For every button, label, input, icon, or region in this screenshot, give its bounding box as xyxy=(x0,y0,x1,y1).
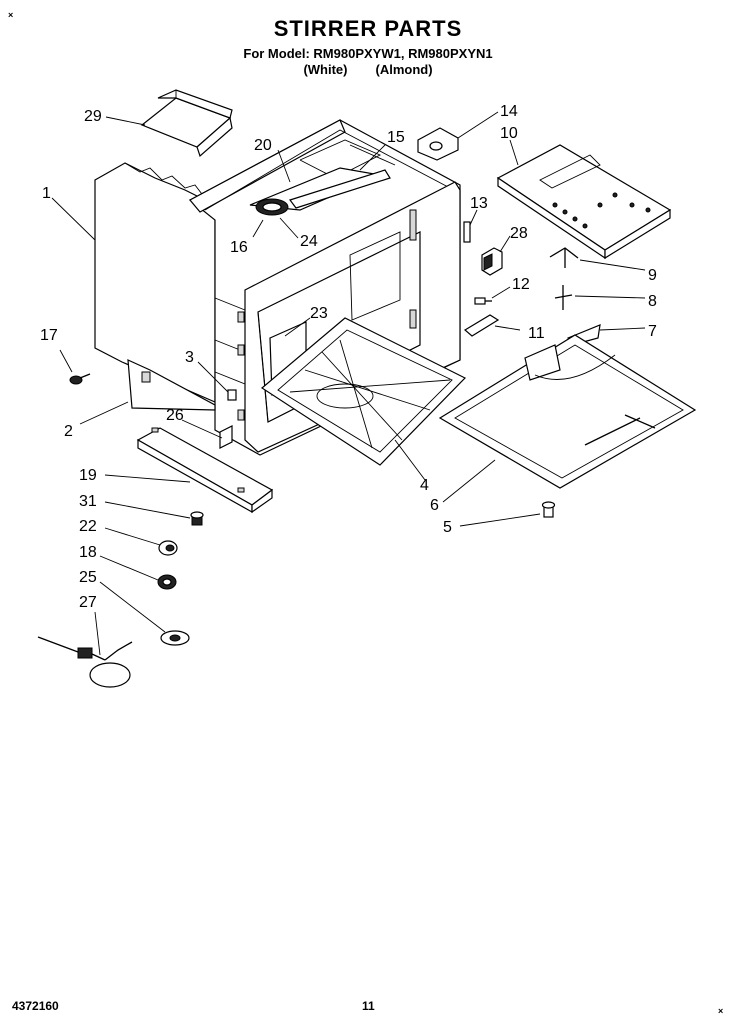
part-11-bar xyxy=(463,314,500,337)
part-13-clip xyxy=(463,221,471,243)
part-25-bushing xyxy=(160,630,190,646)
callout-18: 18 xyxy=(79,544,97,561)
callout-11: 11 xyxy=(528,325,545,342)
callout-23: 23 xyxy=(310,305,328,322)
part-3-clip xyxy=(227,389,237,401)
callout-2: 2 xyxy=(64,423,73,440)
callout-19: 19 xyxy=(79,467,97,484)
callout-16: 16 xyxy=(230,239,248,256)
callout-12: 12 xyxy=(512,276,530,293)
part-22-coupler xyxy=(158,540,178,556)
part-10-control-plate xyxy=(496,144,672,260)
callout-17: 17 xyxy=(40,327,58,344)
part-27-motor-harness xyxy=(37,636,133,688)
color-almond-label: (Almond) xyxy=(375,62,433,77)
callout-4: 4 xyxy=(420,477,429,494)
color-variants: (White) (Almond) xyxy=(0,62,736,77)
callout-14: 14 xyxy=(500,103,518,120)
part-31-nut xyxy=(190,511,204,526)
leader-lines xyxy=(51,111,646,656)
page-title: STIRRER PARTS xyxy=(273,16,463,41)
part-4-cavity-floor xyxy=(260,317,467,466)
callout-7: 7 xyxy=(648,323,657,340)
callout-22: 22 xyxy=(79,518,97,535)
part-12-screw xyxy=(474,297,492,305)
part-18-gear xyxy=(157,574,177,590)
corner-mark-bottom-right: × xyxy=(718,1006,724,1016)
callout-3: 3 xyxy=(185,349,194,366)
corner-mark-top-left: × xyxy=(8,10,14,20)
callout-26: 26 xyxy=(166,407,184,424)
document-number: 4372160 xyxy=(12,999,59,1013)
callout-28: 28 xyxy=(510,225,528,242)
callout-labels: 29 1 17 2 3 26 19 31 22 18 25 27 20 15 1… xyxy=(40,103,657,611)
callout-9: 9 xyxy=(648,267,657,284)
callout-31: 31 xyxy=(79,493,97,510)
part-17-screw xyxy=(69,373,91,385)
callout-25: 25 xyxy=(79,569,97,586)
model-numbers: For Model: RM980PXYW1, RM980PXYN1 xyxy=(243,46,493,61)
callout-1: 1 xyxy=(42,185,51,202)
callout-10: 10 xyxy=(500,125,518,142)
color-white-label: (White) xyxy=(303,62,348,77)
part-29-tray xyxy=(140,89,233,158)
part-9-spring-clip xyxy=(549,247,579,268)
part-20-stirrer-blade xyxy=(249,167,391,216)
callout-6: 6 xyxy=(430,497,439,514)
callout-13: 13 xyxy=(470,195,488,212)
part-19-rail xyxy=(136,427,274,514)
part-8-pin xyxy=(554,285,573,310)
part-28-switch xyxy=(481,247,503,276)
part-14-bracket xyxy=(417,127,459,161)
callout-20: 20 xyxy=(254,137,272,154)
part-5-screw xyxy=(541,501,556,518)
callout-15: 15 xyxy=(387,129,405,146)
page-number: 11 xyxy=(362,999,375,1013)
callout-8: 8 xyxy=(648,293,657,310)
callout-27: 27 xyxy=(79,594,97,611)
callout-29: 29 xyxy=(84,108,102,125)
part-2-lower-panel xyxy=(127,359,216,411)
part-6-base-plate xyxy=(438,334,697,489)
callout-5: 5 xyxy=(443,519,452,536)
callout-24: 24 xyxy=(300,233,318,250)
part-26-clip xyxy=(219,425,233,449)
